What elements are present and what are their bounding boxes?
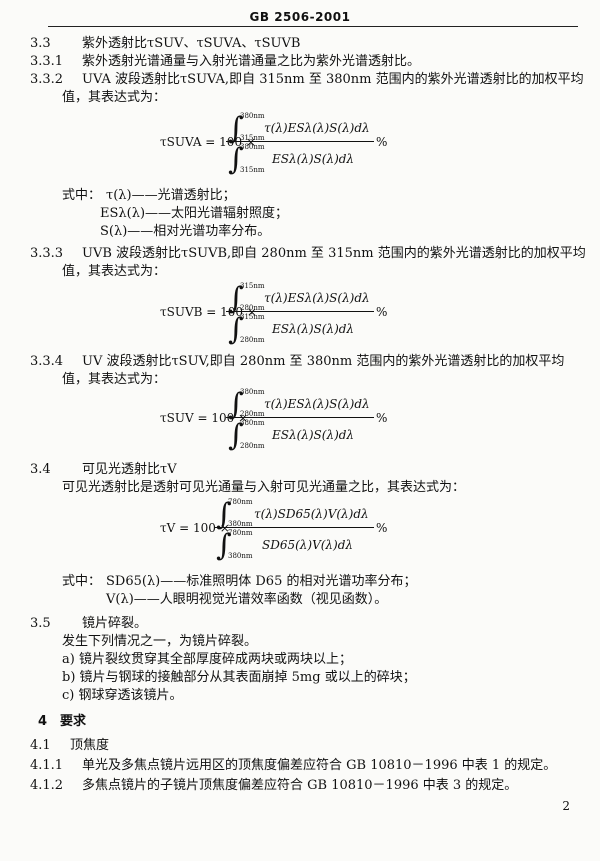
- section-3-3-1: 3.3.1 紫外透射光谱通量与入射光谱通量之比为紫外光谱透射比。: [30, 54, 420, 71]
- section-3-3-3: 3.3.3 UVB 波段透射比τSUVB,即自 280nm 至 315nm 范围内…: [30, 246, 586, 263]
- integral-sign: ∫: [216, 528, 232, 563]
- upper-limit: 380nm: [240, 419, 265, 427]
- section-number: 3.3.2: [30, 72, 64, 87]
- integral-sign: ∫: [228, 387, 244, 422]
- section-3-3-2: 3.3.2 UVA 波段透射比τSUVA,即自 315nm 至 380nm 范围内…: [30, 72, 584, 89]
- denominator: ESλ(λ)S(λ)dλ: [272, 428, 355, 442]
- list-item-c: c) 钢球穿透该镜片。: [62, 688, 183, 703]
- lower-limit: 315nm: [240, 134, 265, 142]
- lower-limit: 280nm: [240, 442, 265, 450]
- numerator: τ(λ)ESλ(λ)S(λ)dλ: [264, 291, 370, 305]
- section-3-5: 3.5 镜片碎裂。: [30, 616, 147, 633]
- lower-limit: 280nm: [240, 410, 265, 418]
- section-3-4: 3.4 可见光透射比τV: [30, 462, 177, 479]
- section-4-1-1: 4.1.1 单光及多焦点镜片远用区的顶焦度偏差应符合 GB 10810－1996 …: [30, 758, 556, 775]
- numerator: τ(λ)ESλ(λ)S(λ)dλ: [264, 397, 370, 411]
- section-title: 顶焦度: [70, 738, 110, 753]
- section-title: 可见光透射比τV: [82, 462, 177, 477]
- page-number: 2: [562, 799, 570, 814]
- where-label: 式中：: [62, 574, 102, 589]
- standard-code-header: GB 2506-2001: [249, 10, 351, 24]
- section-title: 镜片碎裂。: [82, 616, 148, 631]
- section-number: 3.3.4: [30, 354, 64, 369]
- upper-limit: 780nm: [228, 529, 253, 537]
- formula-lhs: τV = 100 ×: [160, 521, 230, 535]
- integral-sign: ∫: [228, 142, 244, 177]
- integral-sign: ∫: [228, 418, 244, 453]
- formula-tau-suv: τSUV = 100 × ∫ 380nm 280nm τ(λ)ESλ(λ)S(λ…: [160, 388, 390, 452]
- section-number: 3.5: [30, 616, 51, 631]
- upper-limit: 380nm: [240, 143, 265, 151]
- section-number: 4.1: [30, 738, 51, 753]
- lower-limit: 280nm: [240, 336, 265, 344]
- definition-v: V(λ)——人眼明视觉光谱效率函数（视见函数）。: [106, 592, 388, 607]
- percent-sign: %: [376, 521, 388, 535]
- fraction-bar: [214, 527, 374, 528]
- section-text: 紫外透射光谱通量与入射光谱通量之比为紫外光谱透射比。: [82, 54, 421, 69]
- integral-sign: ∫: [216, 497, 232, 532]
- integral-sign: ∫: [228, 312, 244, 347]
- lower-limit: 380nm: [228, 520, 253, 528]
- formula-lhs: τSUVB = 100 ×: [160, 305, 257, 319]
- section-number: 3.3.1: [30, 54, 64, 69]
- section-title: 要求: [60, 714, 87, 729]
- section-3-3-3-cont: 值，其表达式为：: [62, 264, 167, 279]
- denominator: SD65(λ)V(λ)dλ: [262, 538, 354, 552]
- section-3-3-4-cont: 值，其表达式为：: [62, 372, 167, 387]
- section-text: UVB 波段透射比τSUVB,即自 280nm 至 315nm 范围内的紫外光谱…: [82, 246, 586, 261]
- formula-lhs: τSUV = 100 ×: [160, 411, 249, 425]
- fraction-bar: [226, 311, 374, 312]
- section-3-3-4: 3.3.4 UV 波段透射比τSUV,即自 280nm 至 380nm 范围内的紫…: [30, 354, 564, 371]
- percent-sign: %: [376, 411, 388, 425]
- integral-sign: ∫: [228, 281, 244, 316]
- definition-e: ESλ(λ)——太阳光谱辐射照度；: [100, 206, 289, 221]
- section-number: 3.3.3: [30, 246, 64, 261]
- definition-sd65: SD65(λ)——标准照明体 D65 的相对光谱功率分布；: [106, 574, 417, 589]
- section-number: 3.3: [30, 36, 51, 51]
- numerator: τ(λ)SD65(λ)V(λ)dλ: [254, 507, 369, 521]
- section-3-3: 3.3 紫外透射比τSUV、τSUVA、τSUVB: [30, 36, 300, 53]
- section-4-1: 4.1 顶焦度: [30, 738, 109, 755]
- section-3-3-2-cont: 值，其表达式为：: [62, 90, 167, 105]
- formula-tau-suvb: τSUVB = 100 × ∫ 315nm 280nm τ(λ)ESλ(λ)S(…: [160, 282, 390, 346]
- section-3-4-text: 可见光透射比是透射可见光通量与入射可见光通量之比，其表达式为：: [62, 480, 466, 495]
- header-rule: [48, 26, 578, 27]
- fraction-bar: [226, 141, 374, 142]
- formula-lhs: τSUVA = 100 ×: [160, 135, 256, 149]
- list-item-b: b) 镜片与钢球的接触部分从其表面崩掉 5mg 或以上的碎块；: [62, 670, 416, 685]
- section-text: UV 波段透射比τSUV,即自 280nm 至 380nm 范围内的紫外光谱透射…: [82, 354, 565, 369]
- lower-limit: 280nm: [240, 304, 265, 312]
- percent-sign: %: [376, 135, 388, 149]
- section-text: UVA 波段透射比τSUVA,即自 315nm 至 380nm 范围内的紫外光谱…: [82, 72, 584, 87]
- section-title: 紫外透射比τSUV、τSUVA、τSUVB: [82, 36, 301, 51]
- lower-limit: 315nm: [240, 166, 265, 174]
- section-number: 4: [38, 714, 48, 729]
- section-4-1-2: 4.1.2 多焦点镜片的子镜片顶焦度偏差应符合 GB 10810－1996 中表 …: [30, 778, 517, 795]
- definition-tau: τ(λ)——光谱透射比；: [106, 188, 236, 203]
- section-number: 4.1.1: [30, 758, 64, 773]
- integral-sign: ∫: [228, 111, 244, 146]
- definition-s: S(λ)——相对光谱功率分布。: [100, 224, 271, 239]
- section-4: 4 要求: [38, 714, 86, 731]
- section-text: 多焦点镜片的子镜片顶焦度偏差应符合 GB 10810－1996 中表 3 的规定…: [82, 778, 518, 793]
- upper-limit: 380nm: [240, 112, 265, 120]
- section-number: 3.4: [30, 462, 51, 477]
- upper-limit: 315nm: [240, 313, 265, 321]
- formula-tau-v: τV = 100 × ∫ 780nm 380nm τ(λ)SD65(λ)V(λ)…: [160, 498, 390, 562]
- where-label: 式中：: [62, 188, 102, 203]
- upper-limit: 380nm: [240, 388, 265, 396]
- denominator: ESλ(λ)S(λ)dλ: [272, 322, 355, 336]
- percent-sign: %: [376, 305, 388, 319]
- upper-limit: 780nm: [228, 498, 253, 506]
- section-text: 单光及多焦点镜片远用区的顶焦度偏差应符合 GB 10810－1996 中表 1 …: [82, 758, 557, 773]
- fraction-bar: [226, 417, 374, 418]
- denominator: ESλ(λ)S(λ)dλ: [272, 152, 355, 166]
- section-number: 4.1.2: [30, 778, 64, 793]
- list-item-a: a) 镜片裂纹贯穿其全部厚度碎成两块或两块以上；: [62, 652, 352, 667]
- upper-limit: 315nm: [240, 282, 265, 290]
- formula-tau-suva: τSUVA = 100 × ∫ 380nm 315nm τ(λ)ESλ(λ)S(…: [160, 112, 390, 176]
- lower-limit: 380nm: [228, 552, 253, 560]
- section-3-5-intro: 发生下列情况之一，为镜片碎裂。: [62, 634, 258, 649]
- numerator: τ(λ)ESλ(λ)S(λ)dλ: [264, 121, 370, 135]
